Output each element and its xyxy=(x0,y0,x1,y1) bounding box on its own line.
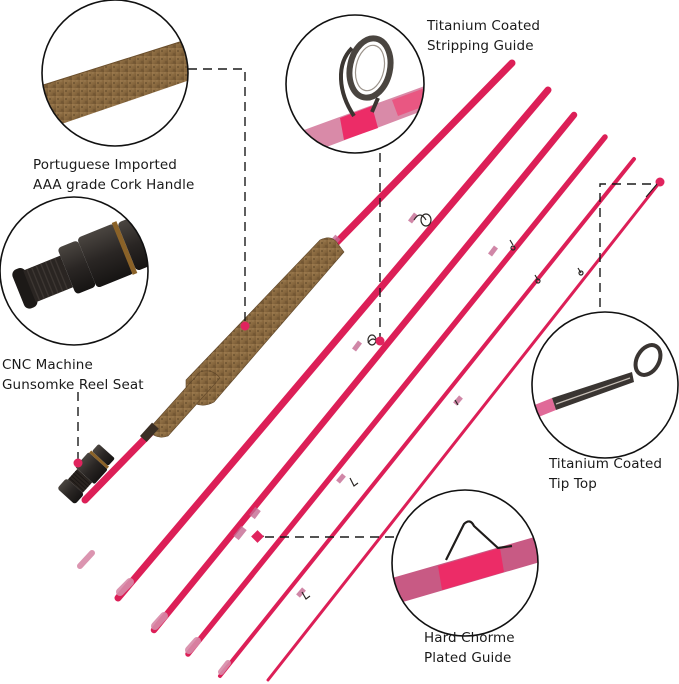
rod-sections xyxy=(58,59,662,682)
callout-label-line: Titanium Coated xyxy=(549,456,663,472)
callout-label-line: Gunsomke Reel Seat xyxy=(2,377,144,393)
reel-seat xyxy=(58,444,115,504)
callout-label-line: Tip Top xyxy=(549,476,597,492)
stripping-guide-closeup-icon xyxy=(285,14,425,154)
callout-label-line: Plated Guide xyxy=(424,650,512,666)
callout-leader-lines xyxy=(77,68,657,538)
callout-label-cork-handle: Portuguese Imported AAA grade Cork Handl… xyxy=(33,155,194,195)
callout-label-reel-seat: CNC Machine Gunsomke Reel Seat xyxy=(2,355,144,395)
reel-seat-closeup-icon xyxy=(0,196,149,346)
callout-label-chrome-guide: Hard Chorme Plated Guide xyxy=(424,628,515,668)
callout-label-line: Portuguese Imported xyxy=(33,157,177,173)
snake-guide-closeup-icon xyxy=(391,489,539,637)
callout-label-stripping-guide: Titanium Coated Stripping Guide xyxy=(427,16,540,56)
tip-top-closeup-icon xyxy=(531,311,679,459)
callout-label-line: Stripping Guide xyxy=(427,38,534,54)
callout-label-line: CNC Machine xyxy=(2,357,93,373)
callout-label-line: Titanium Coated xyxy=(427,18,541,34)
cork-handle-closeup-icon xyxy=(41,0,189,147)
callout-label-line: Hard Chorme xyxy=(424,630,515,646)
callout-label-line: AAA grade Cork Handle xyxy=(33,177,195,193)
callout-label-tip-top: Titanium Coated Tip Top xyxy=(549,454,662,494)
